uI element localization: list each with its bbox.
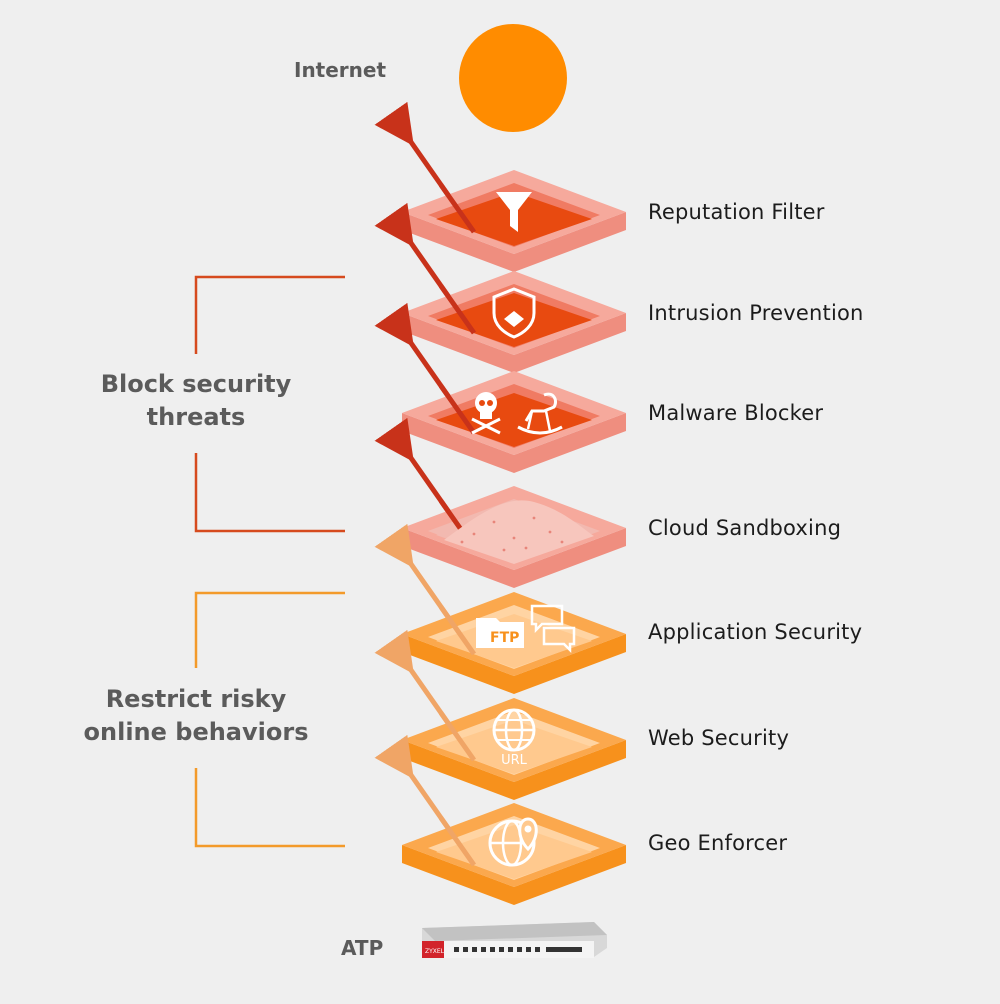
layer-label-intrusion-prevention: Intrusion Prevention: [648, 301, 864, 325]
arrow-shaft: [438, 183, 477, 234]
geo-globe-icon: [488, 817, 538, 867]
group-label-line: Restrict risky: [105, 685, 287, 713]
layer-cloud-sandboxing: [374, 417, 626, 588]
device-port: [535, 947, 540, 952]
device-top: [422, 922, 607, 941]
arrow-shaft: [438, 384, 477, 435]
tray-side: [402, 740, 626, 800]
tray-side: [402, 634, 626, 694]
svg-text:URL: URL: [501, 753, 528, 768]
layer-web-security: URL: [374, 629, 626, 800]
funnel-icon: [496, 192, 532, 232]
tray-side: [402, 212, 626, 272]
layer-label-application-security: Application Security: [648, 620, 863, 644]
device-port: [481, 947, 486, 952]
device-port-bank: [546, 947, 582, 952]
arrow-shaft: [438, 605, 477, 656]
group-label-line: online behaviors: [83, 718, 309, 746]
internet-circle: [459, 24, 567, 132]
tray-floor: [436, 825, 592, 879]
layer-label-reputation-filter: Reputation Filter: [648, 200, 825, 224]
device-port: [454, 947, 459, 952]
device-port: [490, 947, 495, 952]
atp-label: ATP: [341, 936, 384, 960]
sand-icon: [444, 500, 594, 564]
tray-side: [402, 845, 626, 905]
tray-side: [402, 413, 626, 473]
group-label-line: threats: [146, 403, 246, 431]
internet-label: Internet: [294, 58, 387, 82]
device-port: [499, 947, 504, 952]
layer-application-security: FTP: [374, 523, 626, 694]
layer-label-geo-enforcer: Geo Enforcer: [648, 831, 788, 855]
tray-floor: [436, 720, 592, 774]
device-port: [508, 947, 513, 952]
atp-device: ZYXEL: [422, 922, 607, 958]
arrow-shaft: [438, 284, 477, 335]
device-port: [463, 947, 468, 952]
ftp-chat-icon: FTP: [476, 604, 576, 654]
layer-label-web-security: Web Security: [648, 726, 790, 750]
device-brand-text: ZYXEL: [425, 948, 445, 955]
tray-side: [402, 528, 626, 588]
bracket-block-threats: [194, 275, 345, 533]
group-label-restrict-behaviors: Restrict risky online behaviors: [84, 683, 309, 749]
shield-icon: [492, 287, 536, 339]
arrow-shaft: [438, 816, 477, 867]
tray-side: [402, 313, 626, 373]
layer-intrusion-prevention: [374, 202, 626, 373]
globe-icon: URL: [492, 708, 536, 768]
layer-reputation-filter: [374, 101, 626, 272]
device-brand-panel: [422, 941, 444, 958]
bracket-restrict-behaviors: [194, 591, 345, 848]
group-label-line: Block security: [100, 370, 292, 398]
device-port: [517, 947, 522, 952]
layer-malware-blocker: [374, 302, 626, 473]
layer-label-malware-blocker: Malware Blocker: [648, 401, 824, 425]
svg-text:FTP: FTP: [490, 630, 519, 646]
skull-and-horse-icon: [471, 392, 563, 435]
device-port: [526, 947, 531, 952]
layer-geo-enforcer: [374, 734, 626, 905]
layer-label-cloud-sandboxing: Cloud Sandboxing: [648, 516, 842, 540]
group-label-block-threats: Block security threats: [101, 368, 292, 434]
device-port: [472, 947, 477, 952]
arrow-shaft: [438, 711, 477, 762]
